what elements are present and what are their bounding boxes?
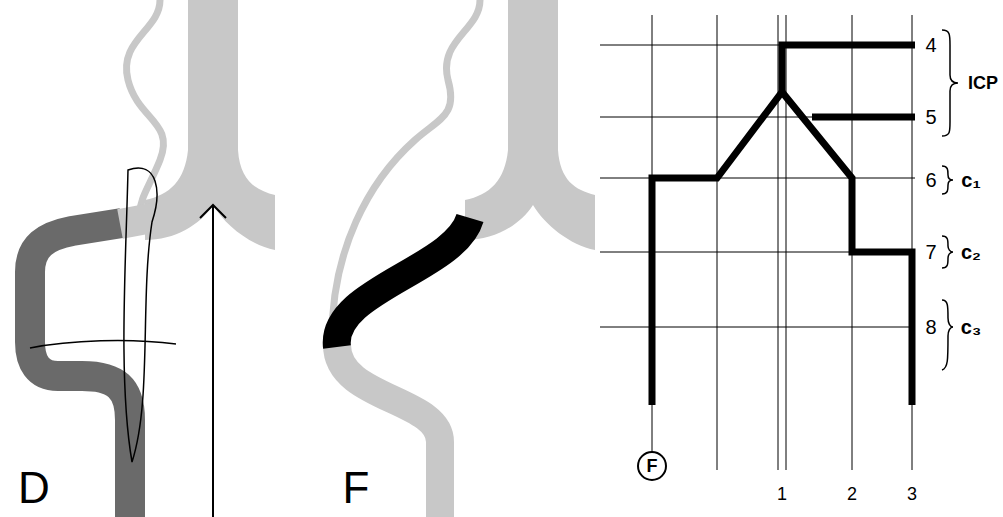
panel-f — [332, 0, 595, 517]
axis-number: 2 — [847, 485, 857, 503]
panel-letter: D — [18, 466, 50, 510]
brace — [942, 236, 953, 268]
segment-name: c₃ — [961, 317, 981, 337]
panel-letter: F — [343, 466, 370, 510]
vessel-bifurcation — [145, 0, 275, 250]
segment-number: 5 — [925, 107, 936, 127]
carotid-segment-light — [337, 345, 440, 517]
brace — [942, 166, 953, 194]
grid-horizontal — [600, 45, 915, 327]
segment-number: 7 — [925, 242, 936, 262]
vessel-bifurcation — [465, 0, 595, 250]
cross-line — [30, 341, 176, 348]
segment-trace — [652, 92, 912, 405]
axis-number: 3 — [907, 485, 917, 503]
segment-schema — [600, 15, 958, 470]
brace — [942, 30, 958, 136]
panel-d — [30, 0, 275, 517]
segment-group-label: ICP — [968, 74, 998, 92]
segment-trace — [782, 45, 915, 117]
midline — [200, 205, 226, 517]
segment-number: 4 — [925, 35, 936, 55]
segment-name: c₁ — [961, 170, 980, 190]
carotid-segment-light — [120, 218, 152, 224]
thin-loop-line — [124, 168, 157, 462]
segment-number: 6 — [925, 170, 936, 190]
segment-name: c₂ — [961, 242, 981, 262]
circled-letter: F — [637, 451, 667, 481]
brace — [942, 300, 953, 370]
segment-number: 8 — [925, 317, 936, 337]
panel-letter: F — [647, 457, 658, 475]
carotid-segment-black — [337, 218, 470, 347]
thin-vessel — [126, 0, 163, 212]
axis-number: 1 — [777, 485, 787, 503]
